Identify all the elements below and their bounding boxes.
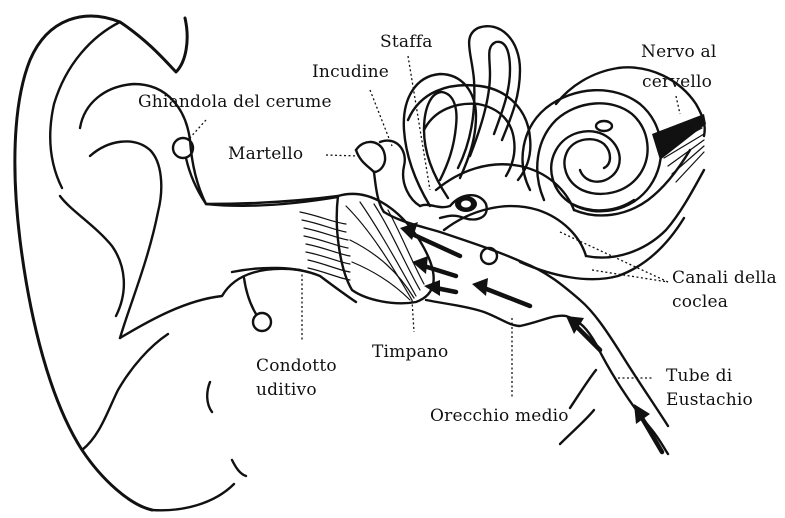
label-uditivo: uditivo [256, 380, 317, 400]
cerumen-gland [173, 138, 271, 331]
label-ghiandola: Ghiandola del cerume [138, 92, 332, 112]
label-coclea: coclea [672, 292, 728, 312]
cochlea [520, 67, 705, 279]
label-canali-della: Canali della [672, 268, 777, 288]
label-incudine: Incudine [312, 62, 389, 82]
label-staffa: Staffa [380, 32, 433, 52]
pinna [15, 16, 338, 510]
label-timpano: Timpano [372, 342, 449, 362]
label-orecchio-medio: Orecchio medio [430, 406, 569, 426]
label-cervello: cervello [642, 72, 712, 92]
label-tube-di: Tube di [666, 366, 732, 386]
eardrum [337, 194, 434, 303]
label-martello: Martello [228, 144, 303, 164]
label-condotto: Condotto [256, 356, 337, 376]
label-nervo-al: Nervo al [641, 42, 716, 62]
label-eustachio: Eustachio [666, 390, 753, 410]
auditory-nerve [652, 114, 706, 182]
